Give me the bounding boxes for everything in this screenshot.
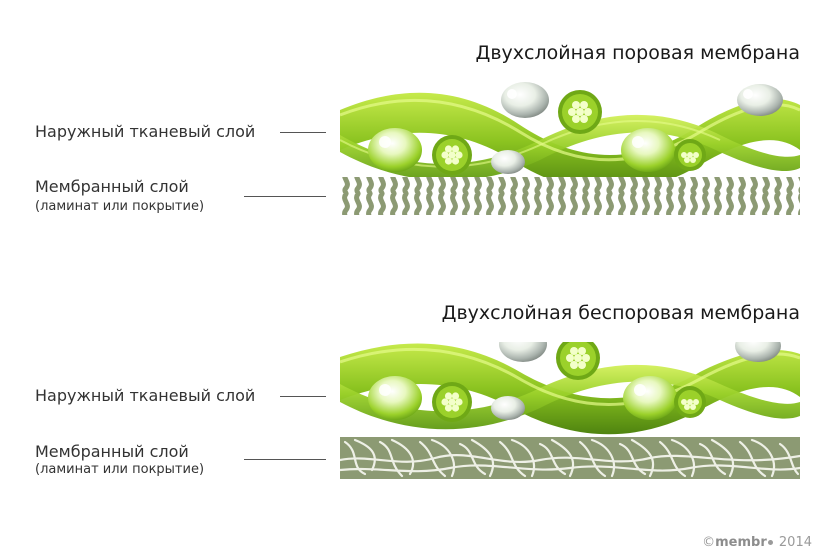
membrane-layer-label: Мембранный слой bbox=[35, 442, 189, 461]
outer-fabric-leader-line bbox=[280, 132, 326, 133]
outer-fabric-layer-label: Наружный тканевый слой bbox=[35, 122, 256, 141]
porous-membrane-illustration bbox=[340, 82, 800, 215]
membrane-leader-line bbox=[244, 459, 326, 460]
copyright-footer: ©membr 2014 bbox=[702, 535, 812, 550]
fiber-bundles bbox=[432, 90, 706, 175]
porous-membrane-layer bbox=[340, 177, 800, 215]
non-porous-membrane-layer bbox=[340, 437, 800, 479]
non-porous-membrane-illustration bbox=[340, 342, 800, 479]
membrane-layer-sublabel: (ламинат или покрытие) bbox=[35, 462, 205, 477]
membrane-leader-line bbox=[244, 196, 326, 197]
outer-fabric-leader-line bbox=[280, 396, 326, 397]
membrane-layer-sublabel: (ламинат или покрытие) bbox=[35, 199, 205, 214]
membrane-layer-label: Мембранный слой bbox=[35, 177, 189, 196]
brand-logo-dot bbox=[767, 540, 773, 545]
outer-fabric-layer-label: Наружный тканевый слой bbox=[35, 386, 256, 405]
copyright-symbol: © bbox=[702, 535, 716, 550]
fiber-bundles bbox=[432, 342, 706, 422]
non-porous-membrane-panel: Двухслойная беспоровая мембрана Наружный… bbox=[0, 262, 840, 522]
copyright-year: 2014 bbox=[778, 535, 812, 550]
porous-membrane-title: Двухслойная поровая мембрана bbox=[475, 42, 800, 64]
brand-logo: membr bbox=[715, 535, 767, 550]
porous-membrane-panel: Двухслойная поровая мембрана Наружный тк… bbox=[0, 0, 840, 260]
non-porous-membrane-title: Двухслойная беспоровая мембрана bbox=[441, 302, 800, 324]
water-droplets bbox=[368, 342, 781, 420]
water-droplets bbox=[368, 82, 783, 174]
